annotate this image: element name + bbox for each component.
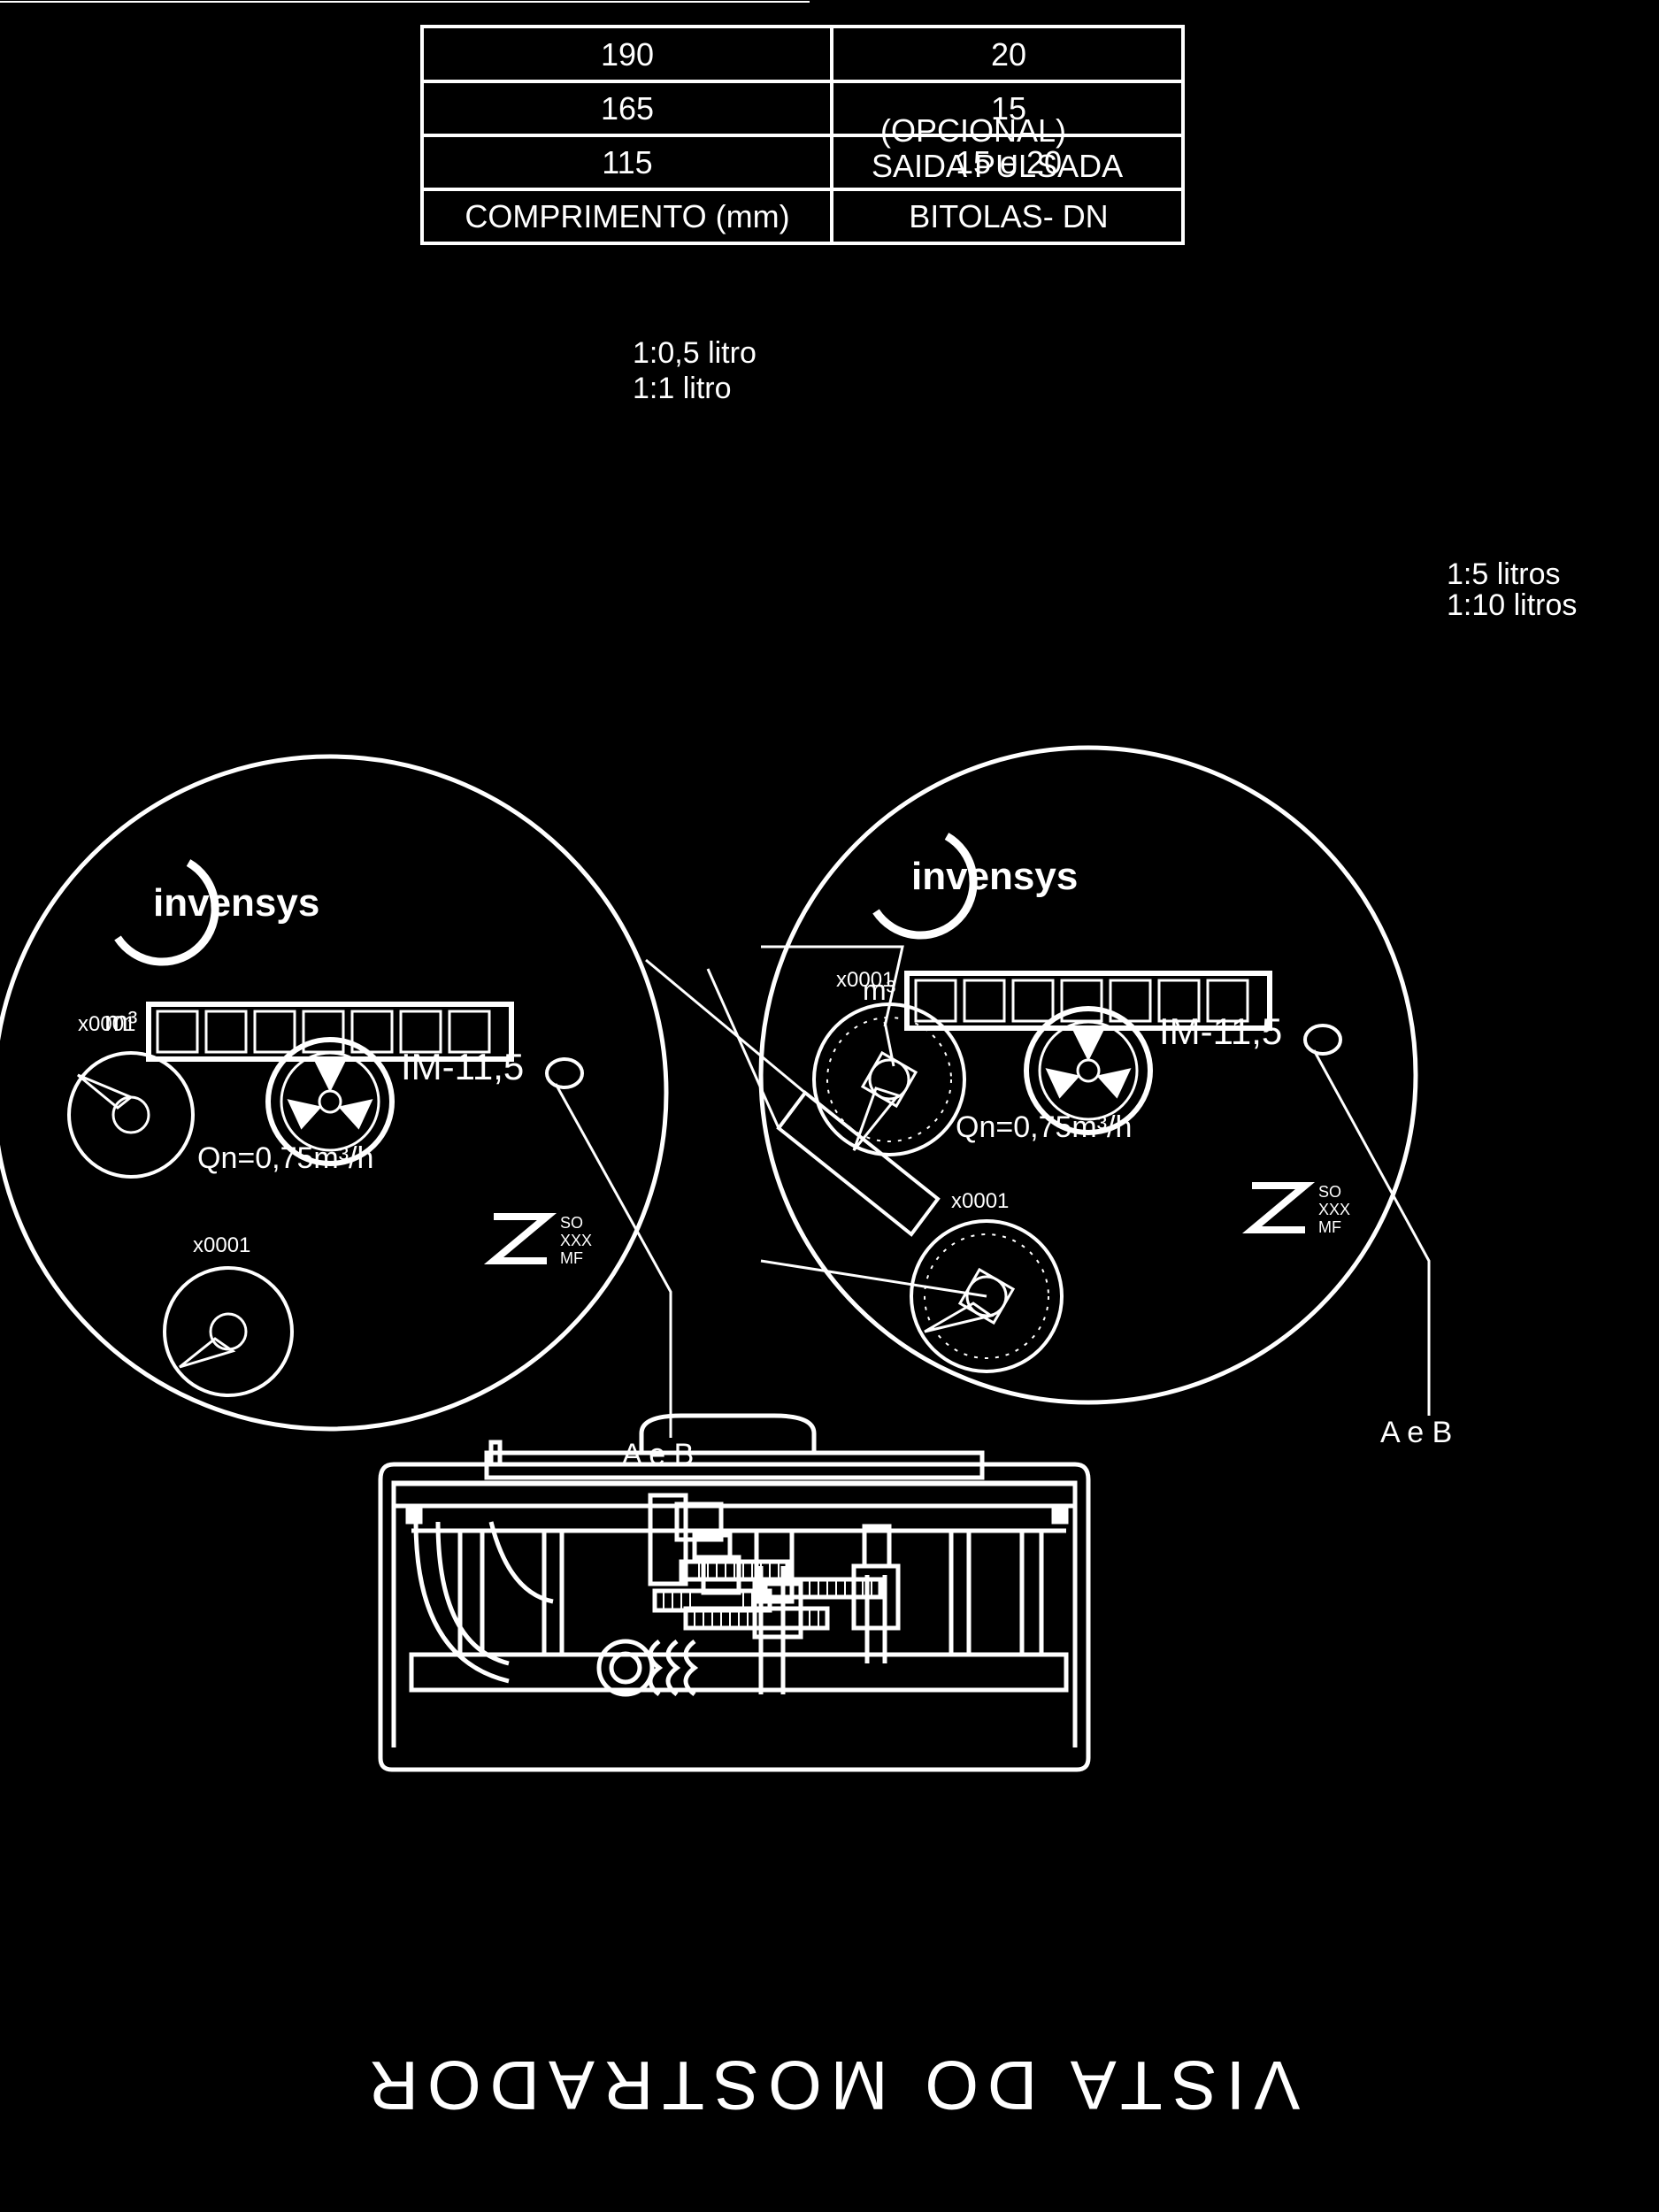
model-label: IM-11,5 <box>1159 1010 1282 1052</box>
callout-label: A e B <box>622 1438 694 1471</box>
svg-text:x0001: x0001 <box>836 968 894 992</box>
svg-text:MF: MF <box>560 1249 583 1267</box>
svg-text:SO: SO <box>560 1214 583 1232</box>
brand-logo-icon <box>114 859 219 966</box>
odometer-digits <box>156 1010 491 1054</box>
manufacturer-logo-icon: SO XXX MF <box>483 1213 592 1267</box>
ratio-large-label-1: 1:5 litros <box>1447 557 1561 591</box>
svg-text:x0001: x0001 <box>951 1189 1009 1213</box>
pulse-output-label: SAIDA PULSADA <box>872 148 1123 184</box>
svg-text:XXX: XXX <box>1318 1201 1350 1218</box>
table-header-gauge: BITOLAS- DN <box>909 198 1108 234</box>
leader-pulse-2 <box>706 968 780 1129</box>
odometer-window <box>146 1002 514 1062</box>
seal-marker <box>545 1057 584 1089</box>
leader-large-ratio <box>760 1259 987 1298</box>
meter-face-left: invensys m³ IM-11,5 Qn=0,75m³/h <box>0 754 694 1471</box>
brand-logo-icon <box>872 833 978 940</box>
brand-logo-text: invensys <box>153 881 319 925</box>
table-cell: 15 e 20 <box>956 144 1062 180</box>
svg-text:x0001: x0001 <box>78 1012 135 1036</box>
brand-logo-text: invensys <box>911 855 1078 898</box>
table-cell: 165 <box>601 90 654 127</box>
callout-label: A e B <box>1380 1416 1452 1449</box>
svg-text:MF: MF <box>1318 1218 1341 1236</box>
star-wheel <box>1024 1006 1153 1135</box>
meter-face-right: invensys m³ IM-11,5 Qn=0,75m³/h <box>645 745 1452 1449</box>
leader-pulse <box>645 958 806 1094</box>
pulse-output-optional-label: (OPCIONAL) <box>880 112 1066 149</box>
meter-section-view <box>378 1413 1091 1772</box>
ratio-large-label-2: 1:10 litros <box>1447 588 1577 622</box>
callout-leader-line <box>554 1083 672 1438</box>
dial-large: x0001 <box>163 1233 294 1397</box>
meter-body-outline <box>0 754 669 1432</box>
svg-text:SO: SO <box>1318 1183 1341 1201</box>
meter-body-outline <box>758 745 1418 1405</box>
pulse-output-sensor <box>776 1090 941 1237</box>
seal-marker <box>1303 1024 1342 1056</box>
annotations: SAIDA PULSADA (OPCIONAL) 1:1 litro 1:0,5… <box>633 112 1577 622</box>
odometer-window <box>904 971 1272 1031</box>
table-text: BITOLAS- DN COMPRIMENTO (mm) 15 e 20 115… <box>465 36 1108 234</box>
table-cell: 15 <box>991 90 1026 127</box>
leader-small-ratio <box>761 945 904 1027</box>
svg-text:XXX: XXX <box>560 1232 592 1249</box>
ratio-small-label-2: 1:0,5 litro <box>633 336 757 370</box>
drawing-title: VISTA DO MOSTRADOR <box>360 2047 1301 2124</box>
callout-leader-line <box>1312 1049 1431 1416</box>
table-header-length: COMPRIMENTO (mm) <box>465 198 789 234</box>
model-label: IM-11,5 <box>401 1046 524 1087</box>
manufacturer-logo-icon: SO XXX MF <box>1241 1182 1350 1236</box>
table-cell: 115 <box>602 144 652 180</box>
svg-text:x0001: x0001 <box>193 1233 250 1257</box>
dial-large: x0001 <box>910 1189 1064 1373</box>
odometer-digits <box>914 979 1249 1023</box>
ratio-small-label-1: 1:1 litro <box>633 372 732 405</box>
dimensions-table <box>420 25 1185 245</box>
table-cell: 20 <box>991 36 1026 73</box>
unit-label: m³ <box>104 1005 138 1037</box>
star-wheel <box>265 1037 395 1166</box>
dial-small: x0001 <box>67 1012 195 1179</box>
table-cell: 190 <box>601 36 654 73</box>
